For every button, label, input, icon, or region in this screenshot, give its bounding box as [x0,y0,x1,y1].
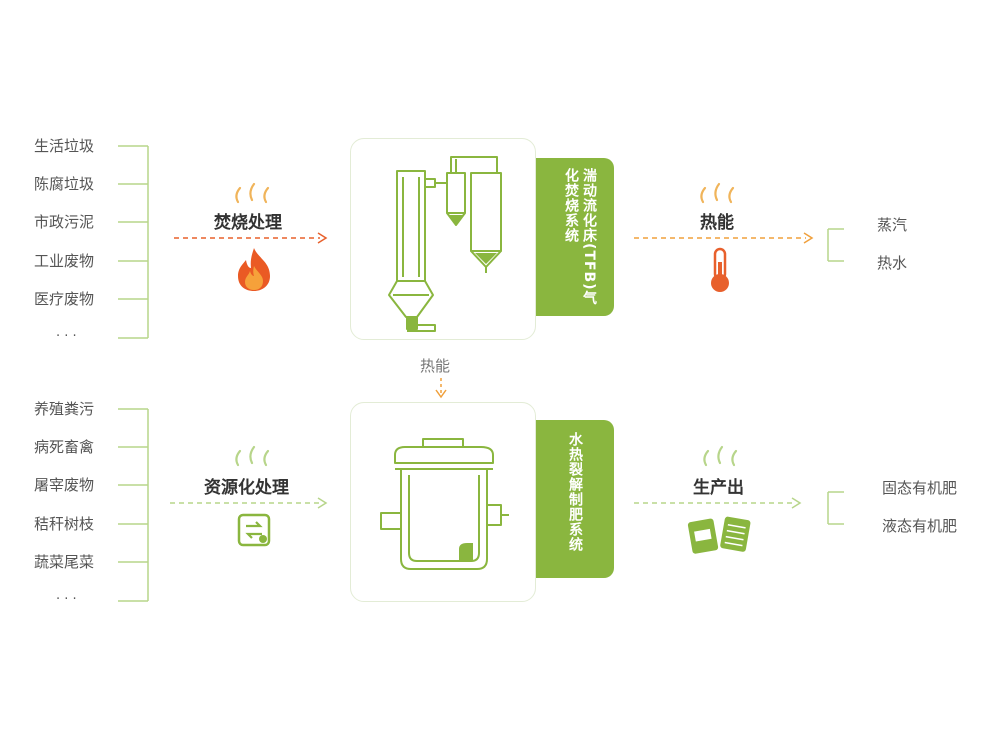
bottom-output-label: 生产出 [693,478,744,498]
bottom-left-dashed-arrow [170,497,328,509]
bottom-input-bracket [118,408,149,602]
top-input-bracket [118,145,149,339]
bottom-wave-icon [235,445,270,467]
tfb-system-card [350,138,536,340]
top-right-dashed-arrow [634,232,814,244]
pyrolysis-reactor-icon [380,438,509,570]
top-output-1: 蒸汽 [877,216,908,234]
bottom-input-2: 病死畜禽 [34,438,95,456]
tfb-gasifier-icon [388,156,502,332]
tfb-system-tab [536,158,614,316]
bottom-output-2: 液态有机肥 [882,517,958,535]
thermometer-icon [711,247,729,292]
bottom-process-label: 资源化处理 [204,478,289,498]
top-output-2: 热水 [877,254,908,272]
pyrolysis-system-tab [536,420,614,578]
middle-connector-label: 热能 [420,357,451,375]
top-input-5: 医疗废物 [34,290,95,308]
bottom-input-5: 蔬菜尾菜 [34,553,95,571]
bottom-input-4: 秸秆树枝 [34,515,95,533]
middle-dashed-arrow [435,378,447,399]
top-heat-wave-icon [235,182,270,204]
top-input-4: 工业废物 [34,252,95,270]
tfb-system-name: 湍动流化床(TFB)气化焚烧系统 [563,168,597,306]
top-input-2: 陈腐垃圾 [34,175,95,193]
top-input-ellipsis: · · · [56,329,77,344]
top-output-bracket [827,228,844,262]
bottom-output-bracket [827,491,844,525]
top-input-3: 市政污泥 [34,213,95,231]
bottom-input-1: 养殖粪污 [34,400,95,418]
bottom-right-dashed-arrow [634,497,802,509]
fertilizer-bags-icon [687,516,751,554]
top-left-dashed-arrow [174,232,328,244]
flame-icon [238,248,270,291]
bottom-input-ellipsis: · · · [56,592,77,607]
pyrolysis-system-name: 水热裂解制肥系统 [567,432,583,552]
top-input-1: 生活垃圾 [34,137,95,155]
recycle-icon [237,513,271,547]
bottom-output-1: 固态有机肥 [882,479,958,497]
bottom-input-3: 屠宰废物 [34,476,95,494]
top-right-heat-wave-icon [700,182,735,204]
pyrolysis-system-card [350,402,536,602]
bottom-right-wave-icon [703,445,738,467]
top-output-label: 热能 [700,213,734,233]
top-process-label: 焚烧处理 [214,213,282,233]
